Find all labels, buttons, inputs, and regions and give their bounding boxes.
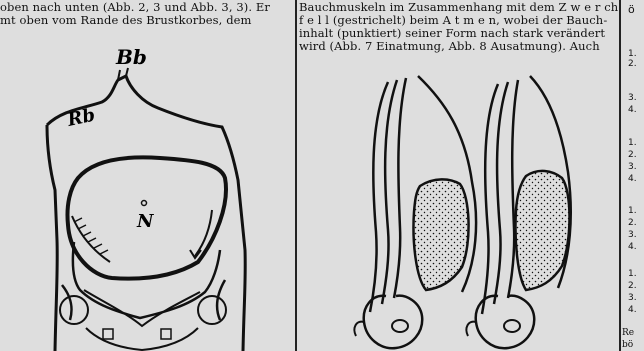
left-column-line-2: mt oben vom Rande des Brustkorbes, dem xyxy=(0,13,293,27)
middle-column-line-2: f e l l (gestrichelt) beim A t m e n, wo… xyxy=(299,13,618,27)
right-mark-14: 2. xyxy=(628,280,637,292)
right-mark-11: 3. xyxy=(628,229,637,241)
right-top-char: ö xyxy=(628,4,635,16)
right-mark-13: 1. xyxy=(628,268,637,280)
profile-exhalation xyxy=(466,76,570,348)
right-mark-2: 2. xyxy=(628,58,637,70)
breathing-illustration xyxy=(300,52,620,351)
right-mark-7: 3. xyxy=(628,161,637,173)
left-column-line-1: oben nach unten (Abb. 2, 3 und Abb. 3, 3… xyxy=(0,0,293,14)
middle-column-line-4: wird (Abb. 7 Einatmung, Abb. 8 Ausatmung… xyxy=(299,39,618,53)
right-mark-4: 4. xyxy=(628,104,637,116)
column-divider-left xyxy=(295,0,297,351)
right-column-clipped: ö 1. 2. 3. 4. 1. 2. 3. 4. 1. 2. 3. 4. 1.… xyxy=(622,0,644,351)
label-n-dot xyxy=(142,201,147,206)
right-mark-9: 1. xyxy=(628,205,637,217)
right-mark-16: 4. xyxy=(628,304,637,316)
right-tail-1: Re xyxy=(622,327,634,339)
label-n: N xyxy=(136,211,155,232)
right-tail-2: bö xyxy=(622,339,633,351)
right-mark-6: 2. xyxy=(628,149,637,161)
label-bb: Bb xyxy=(115,45,147,69)
middle-column-line-3: inhalt (punktiert) seiner Form nach star… xyxy=(299,26,618,40)
right-mark-15: 3. xyxy=(628,292,637,304)
torso-illustration: Bb Rb N xyxy=(0,30,292,351)
right-mark-10: 2. xyxy=(628,217,637,229)
profile-inhalation xyxy=(354,76,476,348)
right-mark-3: 3. xyxy=(628,92,637,104)
right-mark-5: 1. xyxy=(628,137,637,149)
right-mark-12: 4. xyxy=(628,241,637,253)
middle-column-line-1: Bauchmuskeln im Zusammenhang mit dem Z w… xyxy=(299,0,618,14)
label-rb: Rb xyxy=(65,105,97,131)
right-mark-8: 4. xyxy=(628,173,637,185)
